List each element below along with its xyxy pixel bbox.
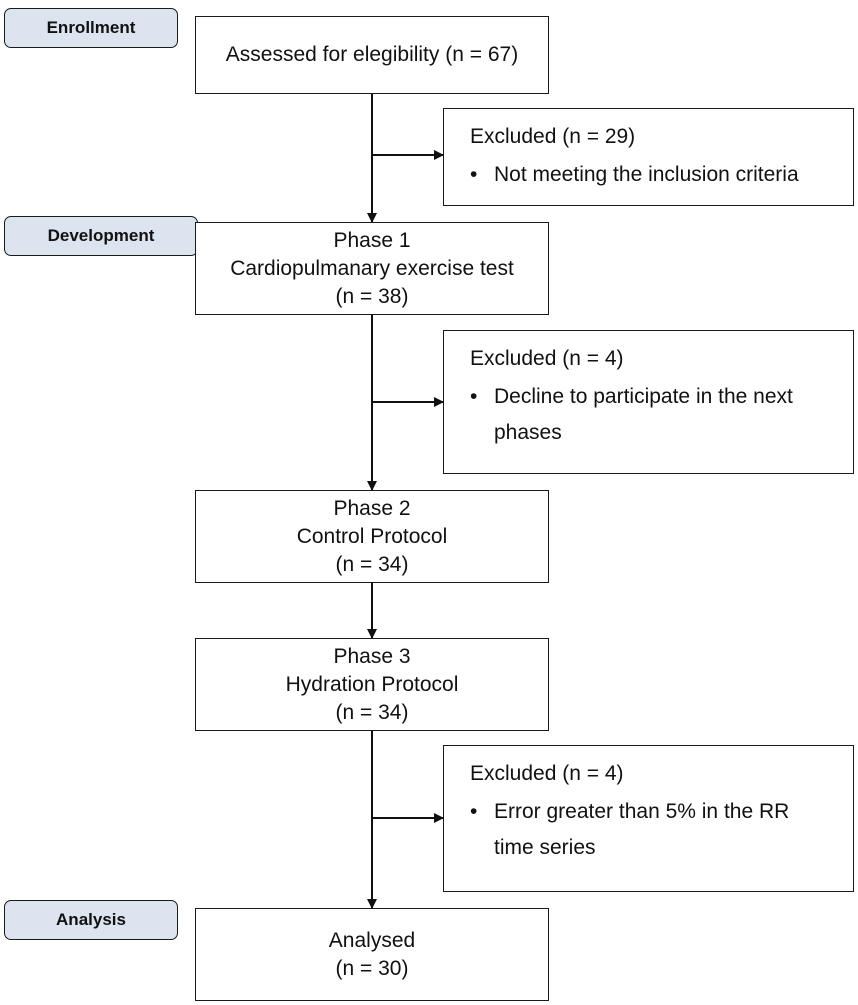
box-excluded-3: Excluded (n = 4) • Error greater than 5%… [443,745,854,892]
tag-enrollment: Enrollment [4,8,178,48]
box-phase2: Phase 2 Control Protocol (n = 34) [195,490,549,583]
excluded-3-reason-line2: time series [494,836,596,859]
analysed-count: (n = 30) [335,956,409,980]
phase1-name: Cardiopulmanary exercise test [230,256,514,280]
tag-analysis: Analysis [4,900,178,940]
box-excluded-2: Excluded (n = 4) • Decline to participat… [443,330,854,474]
phase3-count: (n = 34) [335,700,409,724]
phase3-name: Hydration Protocol [285,672,459,696]
excluded-1-head: Excluded (n = 29) [470,125,636,148]
assessed-text: Assessed for elegibility (n = 67) [225,43,519,66]
box-excluded-1: Excluded (n = 29) • Not meeting the incl… [443,108,854,206]
bullet-icon: • [470,800,478,823]
excluded-3-head: Excluded (n = 4) [470,762,624,785]
excluded-3-reason-line1: Error greater than 5% in the RR [494,800,790,823]
phase2-count: (n = 34) [335,552,409,576]
phase1-count: (n = 38) [335,284,409,308]
box-phase1: Phase 1 Cardiopulmanary exercise test (n… [195,222,549,315]
box-analysed: Analysed (n = 30) [195,908,549,1001]
box-phase3: Phase 3 Hydration Protocol (n = 34) [195,638,549,731]
excluded-2-head: Excluded (n = 4) [470,347,624,370]
phase2-name: Control Protocol [296,524,448,548]
phase2-title: Phase 2 [333,496,411,520]
excluded-1-reason: Not meeting the inclusion criteria [494,163,799,186]
tag-development: Development [4,216,198,256]
bullet-icon: • [470,385,478,408]
bullet-icon: • [470,163,478,186]
box-assessed: Assessed for elegibility (n = 67) [195,16,549,94]
excluded-2-reason-line2: phases [494,421,562,444]
phase1-title: Phase 1 [333,228,411,252]
excluded-2-reason-line1: Decline to participate in the next [494,385,793,408]
analysed-title: Analysed [328,928,416,952]
phase3-title: Phase 3 [333,644,411,668]
